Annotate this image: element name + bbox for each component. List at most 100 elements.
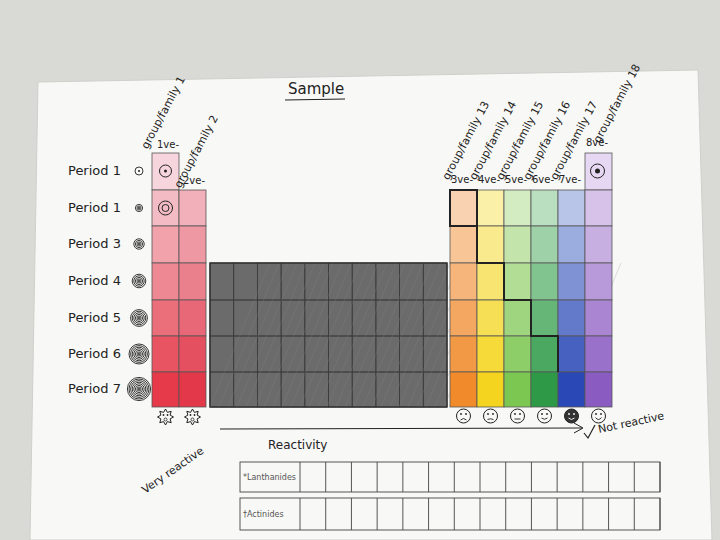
check-mark [584, 425, 595, 438]
actinides-label: †Actinides [243, 507, 284, 523]
face-eye [465, 413, 467, 415]
valence-label: 6ve- [532, 172, 554, 188]
element-cell [152, 263, 179, 300]
element-cell [585, 263, 612, 300]
element-cell [558, 372, 585, 407]
shell-rings [137, 387, 141, 391]
period-label: Period 1 [68, 163, 121, 179]
element-cell [477, 300, 504, 336]
valence-label: 8ve- [586, 135, 608, 151]
shell-rings [129, 344, 149, 364]
sheet-title: Sample [288, 81, 344, 97]
shading-stroke [390, 263, 450, 407]
transition-cell [257, 263, 281, 300]
electron-shell [591, 164, 605, 178]
face-mouth [191, 418, 194, 421]
face-eye [600, 413, 602, 415]
shell-rings [127, 377, 150, 400]
f-block-cell [608, 462, 609, 492]
nucleus-dot [138, 317, 140, 319]
face-eye [568, 413, 570, 415]
shading-stroke [327, 263, 387, 407]
shading-stroke [309, 263, 369, 407]
transition-cell [234, 263, 258, 300]
transition-border [210, 263, 447, 407]
shading-stroke [363, 263, 423, 407]
nucleus-dot [138, 388, 140, 390]
transition-cell [305, 372, 329, 407]
electron-shell [162, 205, 169, 212]
shading-stroke [354, 263, 414, 407]
element-cell [504, 190, 531, 226]
face-eye [573, 413, 575, 415]
shell-rings [131, 381, 148, 398]
element-cell [531, 300, 558, 336]
nucleus-dot [164, 170, 167, 173]
face-mouth [515, 419, 521, 420]
element-cell [152, 372, 179, 407]
element-cell [558, 226, 585, 263]
nucleus-dot [595, 169, 600, 174]
transition-cell [234, 372, 258, 407]
transition-cell [210, 300, 234, 336]
shading-stroke [318, 263, 378, 407]
period-label: Period 4 [68, 273, 121, 289]
f-block-cell [300, 498, 301, 530]
face-mouth [596, 418, 602, 420]
element-cell [504, 263, 531, 300]
shading-stroke [471, 263, 531, 407]
face-mouth [461, 419, 467, 421]
shell-rings [137, 352, 141, 356]
boron-outline [450, 190, 477, 226]
shading-stroke [336, 263, 396, 407]
face-mouth [488, 418, 494, 420]
f-block-cell [454, 498, 455, 530]
valence-label: 7ve- [559, 172, 581, 188]
f-block-cell [351, 498, 352, 530]
shell-rings [135, 240, 142, 247]
f-block-cell [325, 462, 326, 492]
transition-cell [281, 336, 305, 372]
shell-rings [137, 279, 141, 283]
element-cell [585, 153, 612, 190]
reactivity-arrow [220, 428, 582, 429]
face-eye [519, 413, 521, 415]
transition-cell [352, 372, 376, 407]
f-block-cell [325, 498, 326, 530]
f-block-cell [557, 498, 558, 530]
element-cell [504, 300, 531, 336]
shell-rings [135, 277, 142, 284]
transition-cell [305, 300, 329, 336]
shell-rings [137, 206, 141, 210]
f-block-row [240, 498, 660, 530]
transition-cell [210, 336, 234, 372]
shell-rings [132, 382, 146, 396]
electron-shell [159, 201, 173, 215]
f-block-cell [377, 462, 378, 492]
shading-stroke [210, 263, 270, 407]
nucleus-dot [138, 243, 140, 245]
shell-rings [134, 313, 144, 323]
element-cell [179, 263, 206, 300]
metalloid-staircase [450, 226, 558, 372]
face-mouth [164, 418, 167, 421]
element-cell [531, 336, 558, 372]
transition-cell [234, 300, 258, 336]
element-cell [585, 336, 612, 372]
f-block-cell [582, 462, 583, 492]
element-cell [477, 190, 504, 226]
nucleus-dot [138, 280, 140, 282]
shell-rings [135, 167, 143, 175]
shading-stroke [246, 263, 306, 407]
element-cell [558, 336, 585, 372]
electron-shell [160, 165, 172, 177]
element-cell [152, 226, 179, 263]
element-cell [477, 336, 504, 372]
title-underline [285, 99, 345, 100]
element-cell [179, 226, 206, 263]
shading-stroke [300, 263, 360, 407]
period-label: Period 7 [68, 381, 121, 397]
shell-rings [129, 379, 149, 399]
element-cell [450, 372, 477, 407]
valence-label: 2ve- [183, 173, 205, 189]
